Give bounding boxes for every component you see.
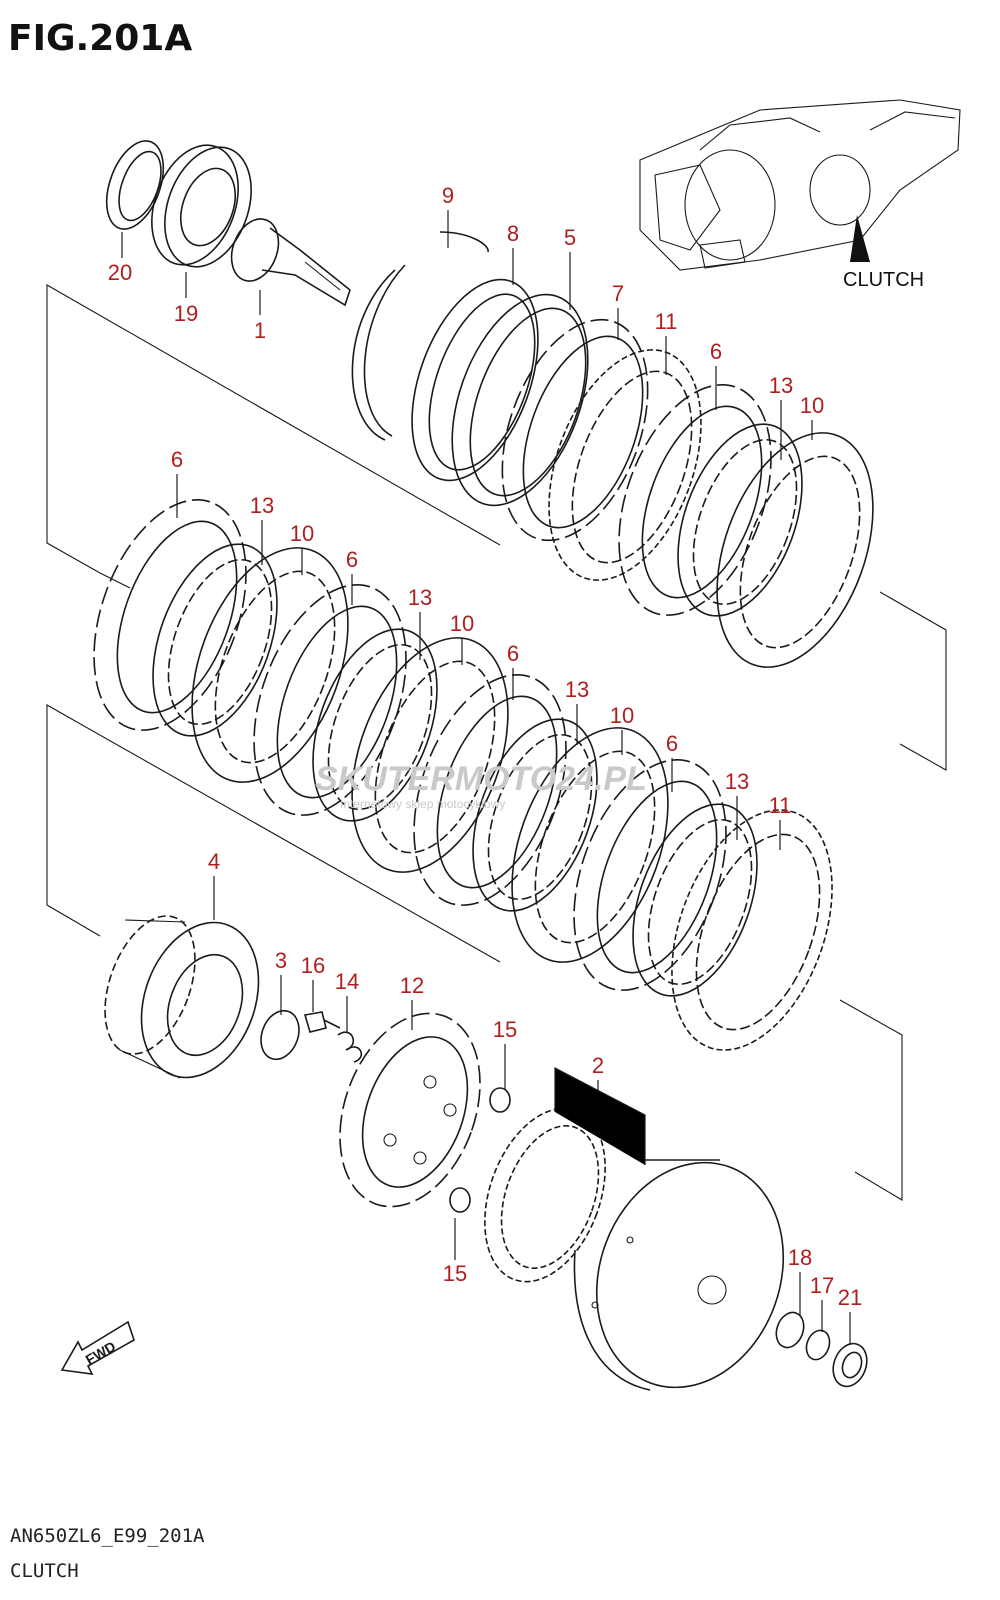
callout-2: 2 <box>592 1053 604 1078</box>
callout-15-lower: 15 <box>443 1261 467 1286</box>
part-18-washer <box>775 1311 805 1349</box>
part-7-drive-plate <box>501 318 649 542</box>
callout-17: 17 <box>810 1273 834 1298</box>
callout-5: 5 <box>564 225 576 250</box>
callout-6-mid-4: 6 <box>666 731 678 756</box>
callout-10-mid-1: 10 <box>290 521 314 546</box>
figure-code: AN650ZL6_E99_201A <box>10 1525 205 1547</box>
part-4-clutch-hub <box>104 915 260 1079</box>
callout-13-mid-4: 13 <box>725 769 749 794</box>
callout-13-mid-1: 13 <box>250 493 274 518</box>
part-20-oil-seal <box>105 140 165 230</box>
part-17-nut <box>805 1329 831 1361</box>
callout-11-lower: 11 <box>769 793 792 818</box>
part-8-spring-seat <box>411 278 539 482</box>
figure-name: CLUTCH <box>10 1560 79 1582</box>
callout-13-mid-2: 13 <box>408 585 432 610</box>
callout-13-mid-3: 13 <box>565 677 589 702</box>
callout-4: 4 <box>208 849 220 874</box>
callout-10-mid-2: 10 <box>450 611 474 636</box>
callout-10-mid-3: 10 <box>610 703 634 728</box>
clutch-housing <box>573 1159 785 1391</box>
callout-20: 20 <box>108 260 132 285</box>
callout-9: 9 <box>442 183 454 208</box>
fwd-arrow: FWD <box>60 1320 135 1375</box>
callout-14: 14 <box>335 969 359 994</box>
part-16-bolt <box>303 1011 341 1033</box>
part-12-pressure-plate <box>339 1012 481 1208</box>
upper-plate-stack <box>548 349 874 668</box>
watermark-subtext: Internetowy sklep motocyklowy <box>340 797 505 811</box>
callout-numbers: 20 19 1 9 8 5 7 11 6 13 10 6 13 10 6 13 … <box>108 183 862 1310</box>
callout-leader-lines <box>121 210 851 1345</box>
watermark: SKUTERMOTO24.PL Internetowy sklep motocy… <box>315 760 647 811</box>
part-9-wire-ring <box>351 231 489 441</box>
part-5-spring-washer <box>451 293 589 507</box>
part-21-bearing <box>832 1342 868 1388</box>
callout-6-mid-2: 6 <box>346 547 358 572</box>
callout-6-upper: 6 <box>710 339 722 364</box>
inset-clutch-label: CLUTCH <box>843 269 924 291</box>
assembly-frame-lines <box>46 284 947 1201</box>
watermark-text: SKUTERMOTO24.PL <box>315 760 647 798</box>
callout-18: 18 <box>788 1245 812 1270</box>
callout-13-upper: 13 <box>769 373 793 398</box>
engine-inset-illustration <box>639 99 961 271</box>
callout-1: 1 <box>254 318 266 343</box>
callout-11-upper: 11 <box>655 309 678 334</box>
part-15-pin-lower <box>449 1187 471 1213</box>
callout-19: 19 <box>174 301 198 326</box>
part-15-pin-upper <box>489 1087 511 1113</box>
part-14-spring <box>337 1031 363 1063</box>
callout-6-mid-3: 6 <box>507 641 519 666</box>
part-1-shaft <box>230 218 351 307</box>
callout-16: 16 <box>301 953 325 978</box>
figure-title: FIG.201A <box>8 18 193 59</box>
middle-plate-stack <box>93 499 833 1051</box>
callout-10-upper: 10 <box>800 393 824 418</box>
part-19-bearing <box>151 144 252 268</box>
callout-21: 21 <box>838 1285 862 1310</box>
callout-3: 3 <box>275 948 287 973</box>
part-3-washer <box>260 1009 300 1061</box>
callout-7: 7 <box>612 281 624 306</box>
callout-6-mid-1: 6 <box>171 447 183 472</box>
callout-15-upper: 15 <box>493 1017 517 1042</box>
callout-8: 8 <box>507 221 519 246</box>
callout-12: 12 <box>400 973 424 998</box>
